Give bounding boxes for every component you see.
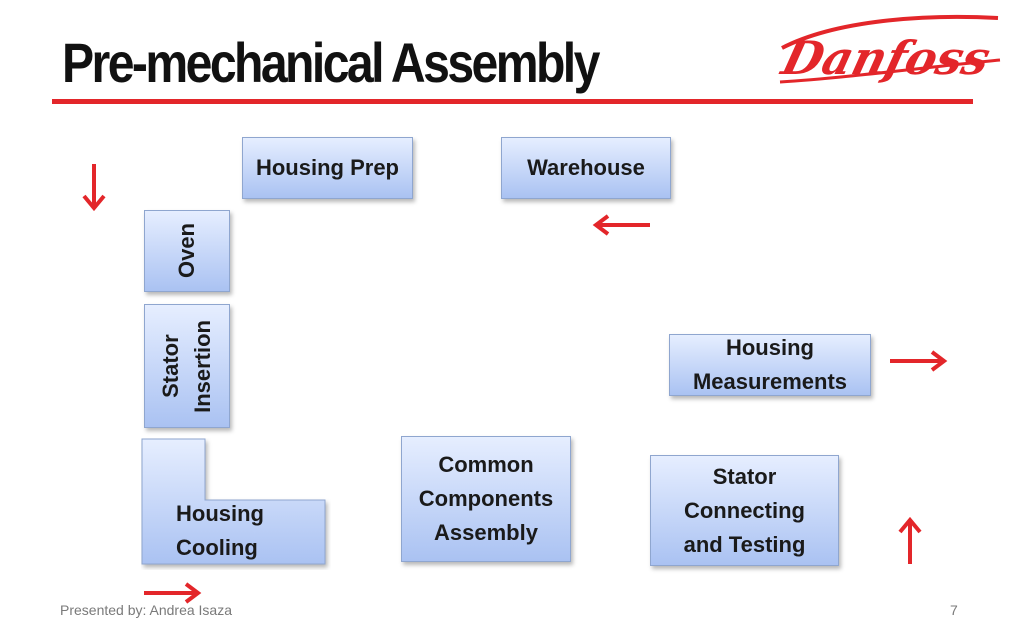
- station-stator-insertion: Stator Insertion: [144, 304, 230, 428]
- station-housing-cooling-shape: [141, 438, 326, 565]
- station-common-components-line-1: Common: [438, 452, 534, 477]
- station-common-components-assembly: Common Components Assembly: [401, 436, 571, 562]
- flow-arrow-right-top-icon: [890, 350, 948, 372]
- slide-number: 7: [950, 602, 958, 618]
- station-warehouse-label: Warehouse: [527, 155, 645, 180]
- station-stator-connecting-line-1: Stator: [712, 463, 777, 489]
- station-stator-connecting-line-2: Connecting: [683, 497, 805, 523]
- station-oven-label: Oven: [174, 223, 199, 279]
- station-housing-cooling-line-2: Cooling: [176, 535, 258, 560]
- title-underline: [52, 99, 973, 104]
- station-housing-cooling-line-1: Housing: [176, 501, 264, 526]
- footer-presenter: Presented by: Andrea Isaza: [60, 602, 232, 618]
- station-stator-connecting-line-3: and Testing: [683, 531, 806, 557]
- station-housing-cooling: Housing Cooling: [176, 497, 264, 565]
- station-oven: Oven: [144, 210, 230, 292]
- flow-arrow-down-icon: [82, 164, 106, 212]
- danfoss-logo: Danfoss: [776, 14, 1001, 86]
- station-warehouse: Warehouse: [501, 137, 671, 199]
- station-housing-measurements-line-2: Measurements: [692, 369, 848, 394]
- slide-title: Pre-mechanical Assembly: [62, 31, 600, 94]
- station-housing-measurements: Housing Measurements: [669, 334, 871, 396]
- station-housing-prep-label: Housing Prep: [255, 155, 399, 180]
- station-common-components-line-3: Assembly: [434, 520, 538, 545]
- station-stator-connecting-testing: Stator Connecting and Testing: [650, 455, 839, 566]
- station-housing-prep: Housing Prep: [242, 137, 413, 199]
- svg-text:Danfoss: Danfoss: [776, 32, 995, 86]
- station-stator-insertion-line-2: Insertion: [190, 319, 215, 413]
- flow-arrow-left-icon: [592, 214, 650, 236]
- flow-arrow-up-icon: [898, 516, 922, 564]
- station-housing-measurements-line-1: Housing: [725, 335, 814, 360]
- flow-arrow-right-bottom-icon: [144, 582, 202, 604]
- station-stator-insertion-line-1: Stator: [158, 334, 183, 398]
- station-common-components-line-2: Components: [418, 486, 554, 511]
